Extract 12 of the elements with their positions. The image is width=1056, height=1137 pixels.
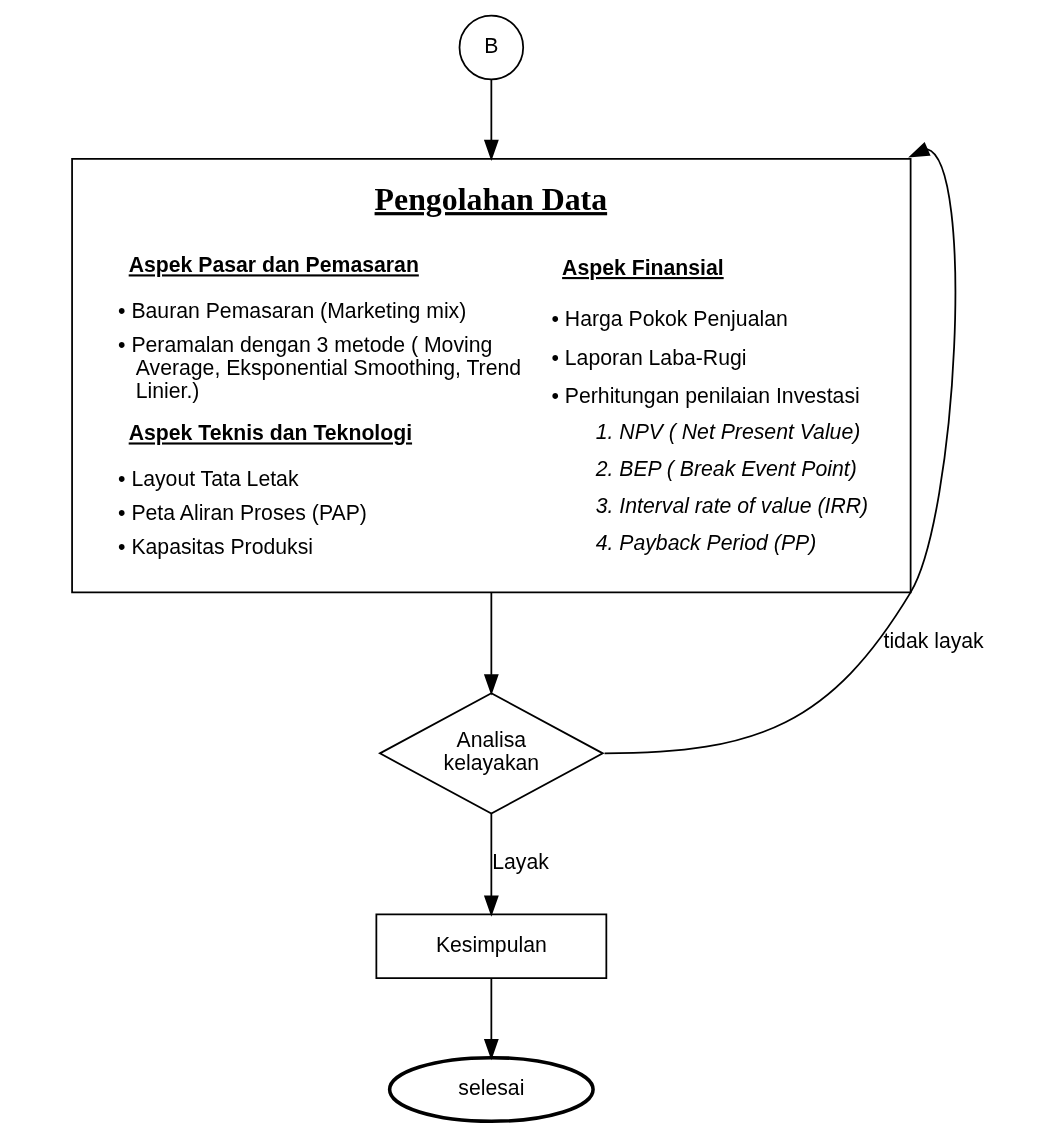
edge-label: tidak layak <box>882 629 984 653</box>
arrow <box>483 592 499 696</box>
arrow <box>483 813 499 917</box>
node-circle: B <box>458 14 524 81</box>
edge-label: Layak <box>491 850 549 874</box>
arrow <box>483 78 499 162</box>
node-diamond: Analisa kelayakan <box>377 692 605 815</box>
arrow <box>483 977 499 1061</box>
node-box: Pengolahan Data Aspek Pasar dan Pemasaran • Bauran Pemasaran (Marketing mix) • Peramalan dengan 3 metode ( Moving Average, Eksponential Smoothing, Trend Linier.) Aspek Teknis dan Teknologi • Layout Tata Letak • Peta Aliran Proses (PAP) • Kapasitas Produksi Aspek Finansial • Harga Pokok Penjualan • Laporan Laba-Rugi • Perhitungan penilaian Investasi 1. NPV ( Net Present Value) 2. BEP ( Break Event Point) 3. Interval rate of value (IRR) 4. Payback Period (PP) <box>70 158 911 594</box>
node-box: Kesimpulan <box>374 913 607 979</box>
arrow <box>603 142 956 755</box>
node-ellipse: selesai <box>387 1055 595 1124</box>
